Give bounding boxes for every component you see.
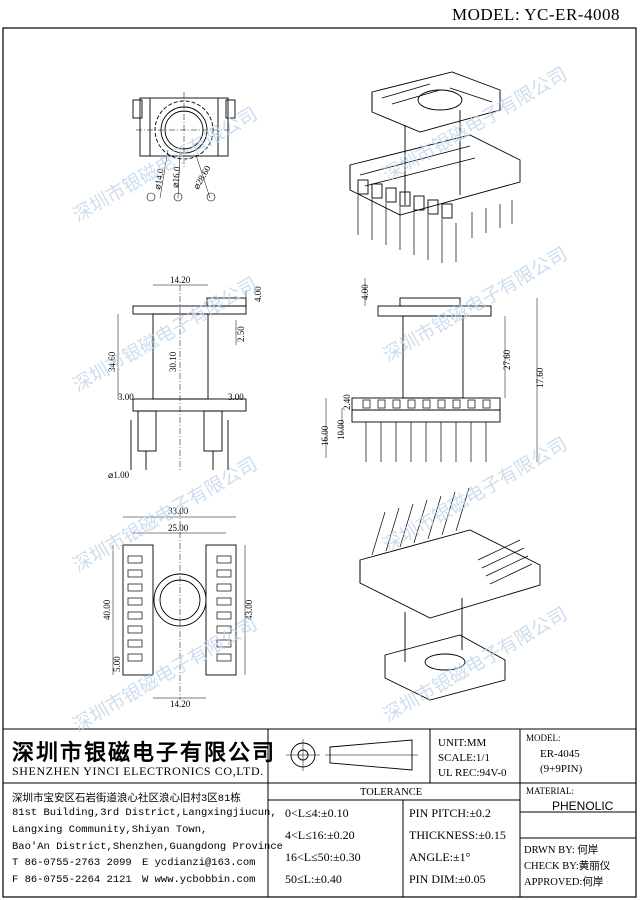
isometric-view-top (349, 71, 521, 263)
bottom-view (112, 510, 246, 700)
tolerance-title: TOLERANCE (360, 787, 423, 798)
material-label: MATERIAL: (526, 786, 574, 796)
dim-bottom-5: 14.20 (170, 699, 191, 709)
company-name-cn: 深圳市银磁电子有限公司 (12, 740, 277, 766)
checked-by: CHECK BY:黄丽仪 (524, 861, 611, 872)
email-text: E ycdianzi@163.com (142, 857, 256, 869)
model-value: ER-4045 (540, 748, 580, 760)
model-title: MODEL: YC-ER-4008 (452, 5, 620, 24)
tolerance-left: 0<L≤4:±0.10 (285, 806, 349, 820)
address-line: Langxing Community,Shiyan Town, (12, 824, 208, 836)
side-view-labels: 14.20 4.00 2.50 34.60 30.10 3.00 3.00 ⌀1… (107, 275, 263, 480)
dim-side-7: ⌀1.00 (108, 470, 130, 480)
dim-front-0: 4.00 (360, 284, 370, 300)
dim-side-1: 4.00 (253, 286, 263, 302)
bottom-view-labels: 33.00 25.00 40.00 43.00 5.00 14.20 (102, 506, 254, 709)
dim-side-6: 3.00 (228, 392, 244, 402)
approved-by: APPROVED:何岸 (524, 877, 604, 888)
tolerance-left: 16<L≤50:±0.30 (285, 850, 361, 864)
dim-side-4: 30.10 (168, 351, 178, 372)
dim-bottom-3: 43.00 (244, 599, 254, 620)
tolerance-right: PIN DIM:±0.05 (409, 872, 486, 886)
address-line: 81st Building,3rd District,Langxingjiucu… (12, 807, 277, 819)
web-text: W www.ycbobbin.com (142, 874, 256, 886)
company-name-en: SHENZHEN YINCI ELECTRONICS CO,LTD. (12, 764, 264, 778)
dim-side-0: 14.20 (170, 275, 191, 285)
dim-top-1: ⌀16.0 (170, 166, 182, 188)
front-view-labels: 4.00 27.60 17.60 2.40 10.00 16.00 (320, 284, 545, 446)
dim-front-2: 17.60 (535, 367, 545, 388)
dim-top-0: ⌀14.0 (152, 167, 166, 190)
tolerance-right: THICKNESS:±0.15 (409, 828, 506, 842)
tolerance-right: ANGLE:±1° (409, 850, 471, 864)
tel-text: T 86-0755-2763 2099 (12, 857, 132, 869)
dim-bottom-2: 40.00 (102, 599, 112, 620)
drawn-by: DRWN BY: 何岸 (524, 845, 599, 856)
dim-bottom-1: 25.00 (168, 523, 189, 533)
isometric-view-bottom (359, 487, 541, 701)
dim-front-1: 27.60 (502, 349, 512, 370)
dim-side-2: 2.50 (236, 326, 246, 342)
projection-symbol (286, 739, 418, 771)
top-view-labels: ⌀14.0 ⌀16.0 ⌀28.60 (152, 163, 213, 191)
dim-side-3: 34.60 (107, 351, 117, 372)
front-view (325, 278, 538, 462)
tolerance-right: PIN PITCH:±0.2 (409, 806, 491, 820)
side-view (117, 284, 247, 470)
title-block-grid (3, 728, 636, 897)
address-line: 深圳市宝安区石岩街道浪心社区浪心旧村3区81栋 (12, 793, 241, 805)
fax-text: F 86-0755-2264 2121 (12, 874, 132, 886)
material-value: PHENOLIC (552, 799, 614, 813)
scale-text: SCALE:1/1 (438, 752, 490, 764)
model-pins: (9+9PIN) (540, 763, 583, 775)
dim-front-3: 2.40 (342, 394, 352, 410)
dim-side-5: 3.00 (118, 392, 134, 402)
tolerance-left: 4<L≤16:±0.20 (285, 828, 355, 842)
ul-text: UL REC:94V-0 (438, 767, 507, 779)
sheet-border (2, 27, 637, 898)
dim-bottom-4: 5.00 (112, 656, 122, 672)
top-view (132, 92, 236, 202)
dim-bottom-0: 33.00 (168, 506, 189, 516)
dim-front-4: 10.00 (336, 419, 346, 440)
unit-text: UNIT:MM (438, 737, 487, 749)
model-label: MODEL: (526, 733, 561, 743)
dim-front-5: 16.00 (320, 425, 330, 446)
tolerance-left: 50≤L:±0.40 (285, 872, 342, 886)
address-line: Bao'An District,Shenzhen,Guangdong Provi… (12, 841, 283, 853)
dim-top-2: ⌀28.60 (191, 163, 213, 191)
